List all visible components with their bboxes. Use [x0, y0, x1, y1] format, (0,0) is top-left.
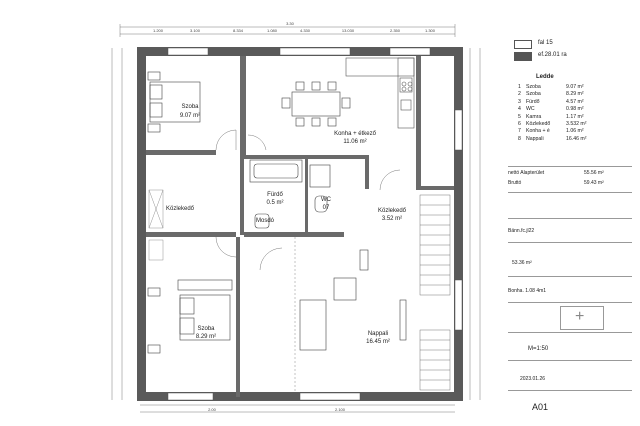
- brutto-value: 59.43 m²: [584, 180, 604, 186]
- bottom-dim-2: 2.100: [335, 407, 346, 412]
- separator: [508, 242, 632, 243]
- extra-value: Bonha. 1.08 4m1: [508, 288, 547, 294]
- separator: [508, 192, 632, 193]
- scale-value: M=1:50: [528, 346, 549, 352]
- top-dimensions: [119, 24, 456, 37]
- left-dimensions: [111, 48, 481, 400]
- room-name-nappali: Nappali: [368, 331, 388, 337]
- top-total-dim: 3.30: [286, 21, 295, 26]
- room-area-szoba1: 9.07 m²: [180, 113, 200, 119]
- kitchen-counter: [345, 57, 415, 129]
- legend-label-wall: fal 15: [538, 40, 553, 46]
- room-name-furdo: Fürdő: [267, 192, 283, 198]
- inner-walls: [146, 56, 454, 397]
- separator: [508, 276, 632, 277]
- room-name-szoba1: Szoba: [181, 104, 199, 110]
- separator: [508, 302, 632, 303]
- bed-1: [147, 71, 201, 133]
- bottom-dimensions: [140, 404, 455, 413]
- legend-label-fill: ef.28.01 ra: [538, 52, 567, 58]
- netto-label: nettó Alapterület: [508, 170, 545, 176]
- top-dim-2: 3.100: [190, 28, 201, 33]
- room-name-kozlekedo2: Közlekedő: [378, 208, 407, 214]
- windows: [167, 47, 463, 401]
- separator: [508, 166, 632, 167]
- room-name-konyha: Konha + étkező: [334, 131, 377, 137]
- dining-table: [281, 81, 351, 127]
- top-dim-6: 13.030: [342, 28, 355, 33]
- room-area-szoba2: 8.29 m²: [196, 334, 216, 340]
- separator: [508, 218, 632, 219]
- date-value: 2023.01.26: [520, 376, 546, 382]
- room-area-konyha: 11.06 m²: [343, 139, 366, 145]
- rooms-title: Ledde: [536, 74, 554, 80]
- closets: [148, 189, 164, 261]
- staircase: [419, 194, 451, 391]
- area-value: 53.36 m²: [512, 260, 532, 266]
- floor-plan: 3.30 1.200 3.100 8.334 1.080 4.330 13.03…: [111, 21, 481, 413]
- living-furniture: [299, 249, 407, 351]
- legend-swatch-wall: [514, 40, 532, 49]
- room-area-furdo: 0.5 m²: [266, 200, 283, 206]
- top-dim-1: 1.200: [153, 28, 164, 33]
- separator: [508, 360, 632, 361]
- brutto-label: Bruttó: [508, 180, 522, 186]
- top-dim-7: 2.350: [390, 28, 401, 33]
- bottom-dim-1: 2.00: [208, 407, 217, 412]
- room-name-mosdo: Mosdó: [256, 218, 275, 224]
- top-dim-8: 1.300: [425, 28, 436, 33]
- room-area-wc: 07: [323, 205, 330, 211]
- room-name-wc: WC: [321, 197, 332, 203]
- top-dim-4: 1.080: [267, 28, 278, 33]
- netto-value: 55.56 m²: [584, 170, 604, 176]
- room-area-kozlekedo2: 3.52 m²: [382, 216, 402, 222]
- bathtub: [249, 159, 331, 229]
- top-dim-3: 8.334: [233, 28, 244, 33]
- north-arrow-box: +: [560, 306, 604, 330]
- separator: [508, 332, 632, 333]
- top-dim-5: 4.330: [300, 28, 311, 33]
- room-area-nappali: 16.45 m²: [366, 339, 390, 345]
- bed-2: [147, 279, 233, 354]
- room-name-szoba2: Szoba: [197, 326, 215, 332]
- doors: [215, 129, 401, 271]
- separator: [508, 390, 632, 391]
- project-value: Bänn.fc.jl22: [508, 228, 535, 234]
- sheet-id: A01: [532, 402, 549, 412]
- room-name-kozlekedo1: Közlekedő: [166, 206, 195, 212]
- legend-swatch-fill: [514, 52, 532, 61]
- plus-icon: +: [575, 308, 585, 325]
